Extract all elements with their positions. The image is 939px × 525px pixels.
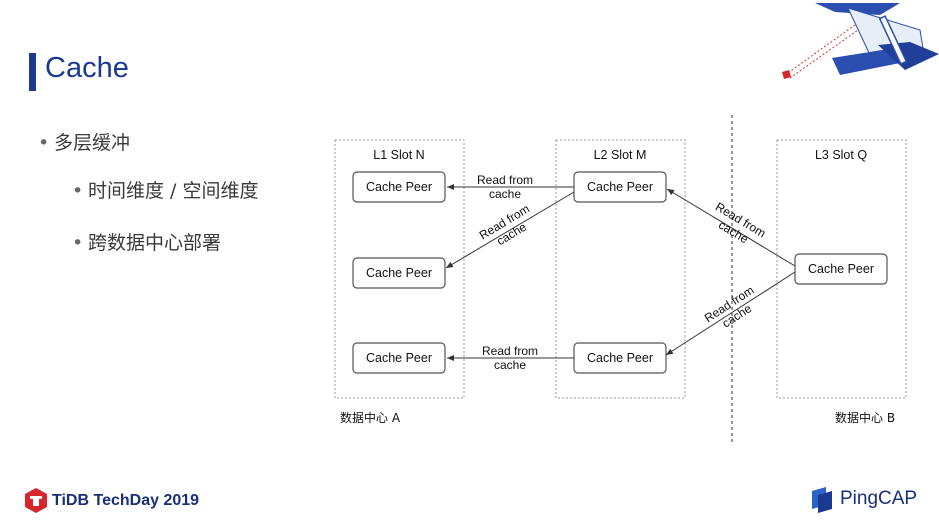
bullet-item: •多层缓冲 <box>38 128 130 155</box>
bullet-dot-icon: • <box>72 180 84 202</box>
slot-label: L2 Slot M <box>594 148 647 162</box>
edge-arrow <box>666 188 796 267</box>
node-label: Cache Peer <box>366 266 432 280</box>
pingcap-logo-icon <box>812 487 832 513</box>
datacenter-label: 数据中心 B <box>835 410 895 425</box>
edge-label-line: cache <box>489 187 521 201</box>
event-name: TiDB TechDay 2019 <box>52 492 200 509</box>
edge-label: Read from cache <box>477 202 532 249</box>
cache-peer-node: Cache Peer <box>352 342 446 374</box>
node-label: Cache Peer <box>808 262 874 276</box>
edge-label: Read from cache <box>477 173 533 201</box>
cache-peer-node: Cache Peer <box>352 257 446 289</box>
cache-peer-node: Cache Peer <box>352 171 446 203</box>
tidb-logo-icon <box>25 488 47 513</box>
bullet-text: 时间维度 / 空间维度 <box>88 180 259 202</box>
datacenter-label: 数据中心 A <box>340 410 401 425</box>
satellite-icon <box>782 3 939 79</box>
bullet-dot-icon: • <box>38 132 50 154</box>
node-label: Cache Peer <box>366 180 432 194</box>
slot-label: L3 Slot Q <box>815 148 867 162</box>
bullet-item: •时间维度 / 空间维度 <box>72 176 258 203</box>
bullet-dot-icon: • <box>72 232 84 254</box>
slot-label: L1 Slot N <box>373 148 424 162</box>
slot-box-l1 <box>334 139 465 399</box>
edge-label-line: Read from <box>477 173 533 187</box>
title-accent-bar <box>29 53 36 91</box>
cache-peer-node: Cache Peer <box>794 253 888 285</box>
node-label: Cache Peer <box>587 180 653 194</box>
cache-peer-node: Cache Peer <box>573 171 667 203</box>
slot-box-l2 <box>555 139 686 399</box>
bullet-text: 跨数据中心部署 <box>88 232 222 254</box>
edge-label: Read from cache <box>482 344 538 372</box>
node-label: Cache Peer <box>366 351 432 365</box>
cache-peer-node: Cache Peer <box>573 342 667 374</box>
slide-title: Cache <box>45 52 129 84</box>
bullet-item: •跨数据中心部署 <box>72 228 221 255</box>
edge-label-line: cache <box>494 358 526 372</box>
brand-name: PingCAP <box>840 488 918 509</box>
edge-label: Read from cache <box>702 283 757 330</box>
edge-arrow <box>665 271 796 356</box>
node-label: Cache Peer <box>587 351 653 365</box>
bullet-text: 多层缓冲 <box>54 132 131 154</box>
edge-label-line: Read from <box>482 344 538 358</box>
slot-box-l3 <box>776 139 907 399</box>
edge-arrow <box>445 191 575 269</box>
